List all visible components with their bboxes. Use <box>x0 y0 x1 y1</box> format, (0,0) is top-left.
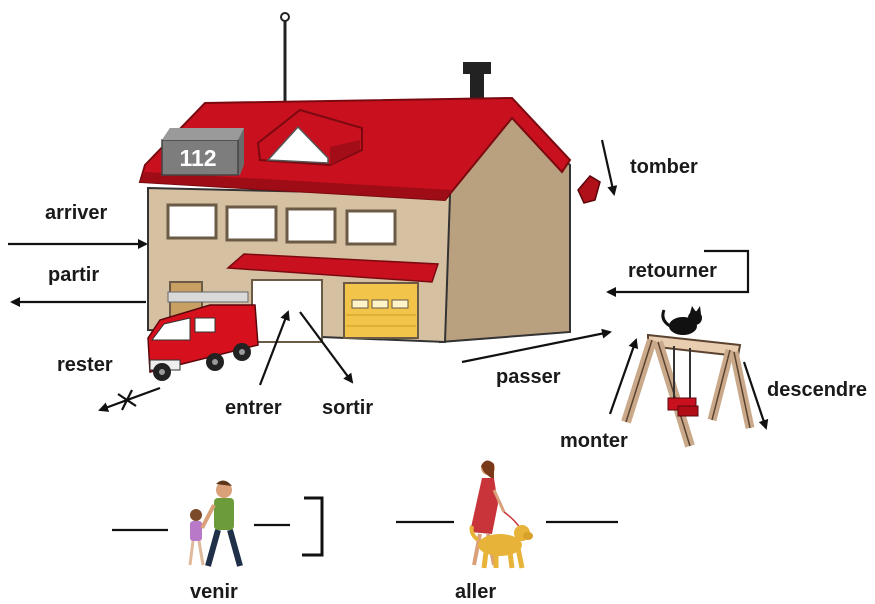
label-aller: aller <box>455 581 496 604</box>
label-sortir: sortir <box>322 397 373 420</box>
label-tomber: tomber <box>630 156 698 179</box>
label-retourner: retourner <box>628 260 717 283</box>
sign-number: 112 <box>179 145 216 171</box>
family-walking-icon <box>190 480 240 566</box>
rester-cross-2 <box>122 390 132 410</box>
label-partir: partir <box>48 264 99 287</box>
label-arriver: arriver <box>45 202 107 225</box>
label-monter: monter <box>560 430 628 453</box>
emergency-number-sign: 112 <box>162 128 244 175</box>
tomber-arrow <box>602 140 614 194</box>
label-venir: venir <box>190 581 238 604</box>
label-descendre: descendre <box>767 379 867 402</box>
chimney-icon <box>463 62 491 102</box>
venir-bracket <box>302 498 322 555</box>
swing-set-icon <box>626 335 750 446</box>
label-rester: rester <box>57 354 113 377</box>
label-entrer: entrer <box>225 397 282 420</box>
label-passer: passer <box>496 366 561 389</box>
rester-arrow <box>100 388 160 410</box>
garage-door <box>344 283 418 338</box>
falling-tile-icon <box>578 176 600 203</box>
cat-icon <box>663 306 702 335</box>
woman-with-dog-icon <box>470 460 533 568</box>
